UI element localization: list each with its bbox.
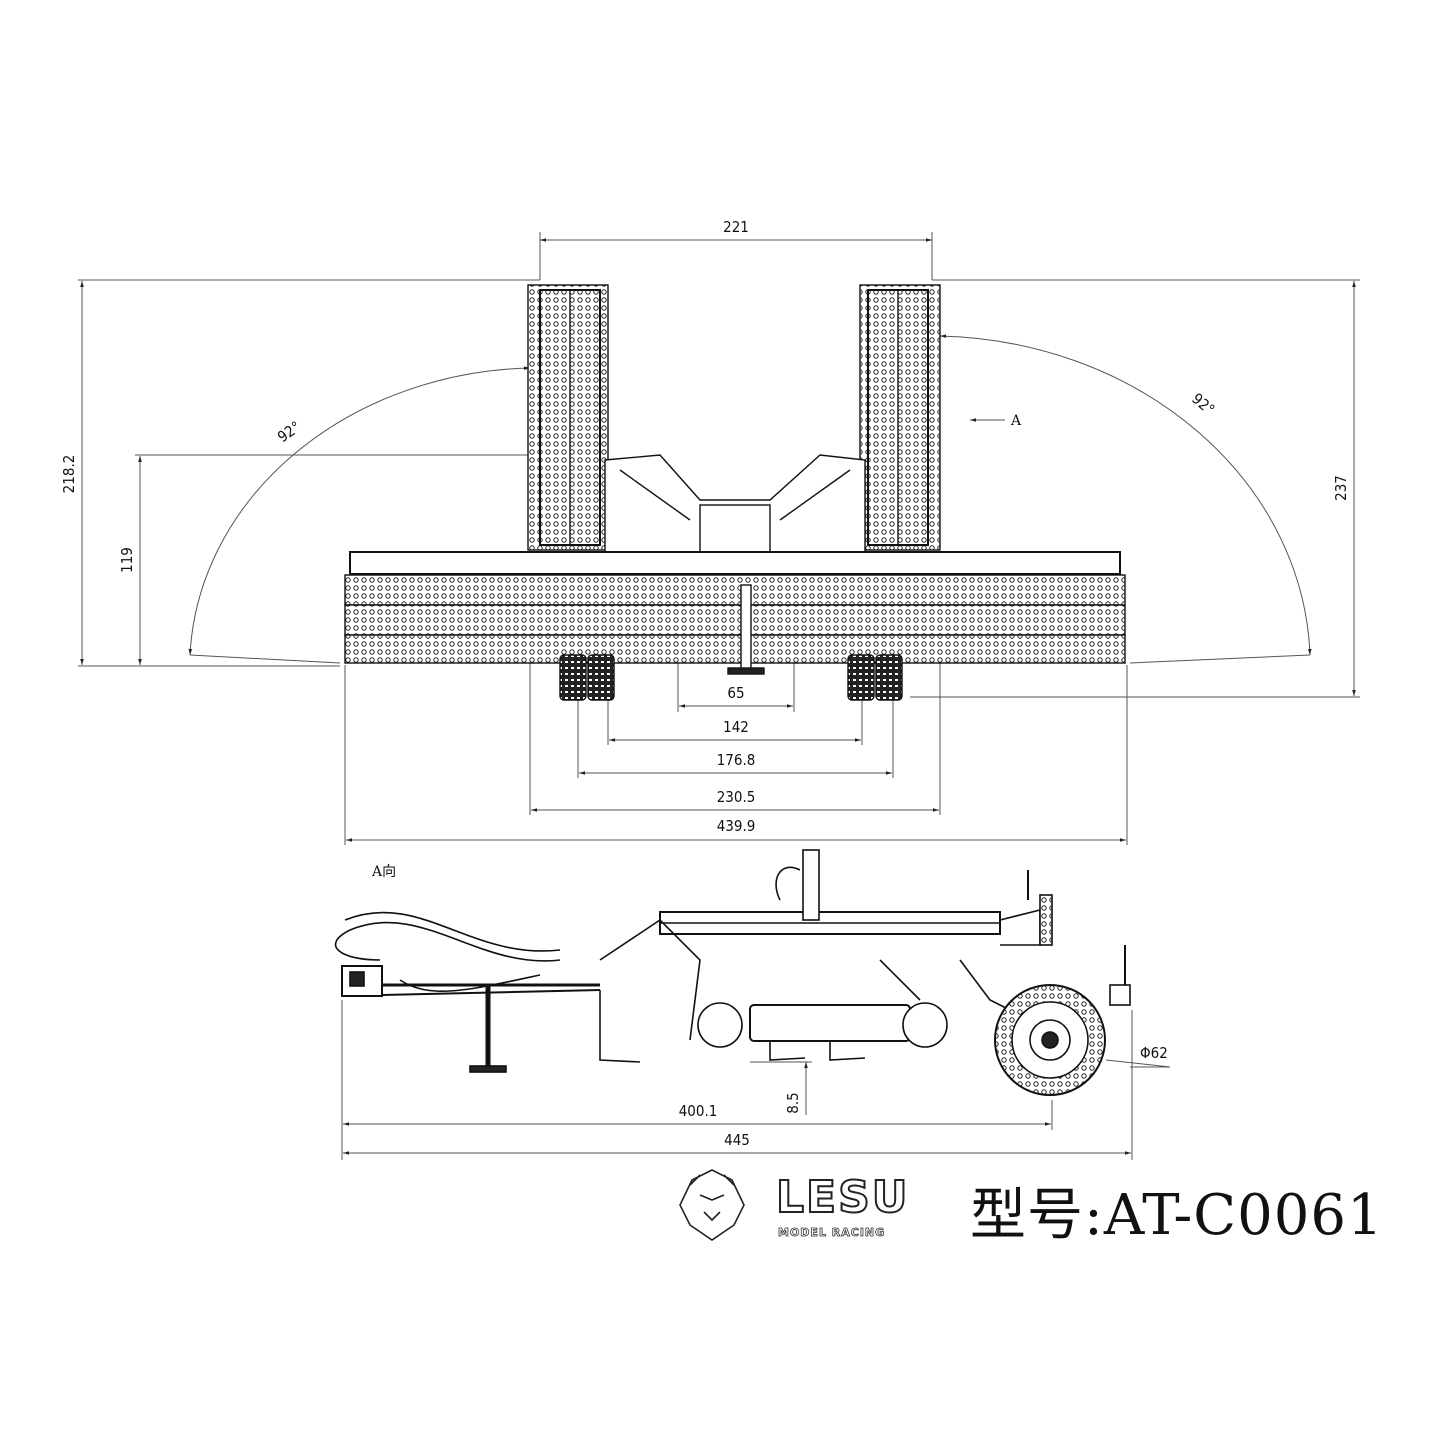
side-view-dimensions: [341, 1000, 1171, 1160]
dim-237: 237: [1332, 475, 1350, 501]
front-view-machine: [344, 284, 1126, 701]
brand-name: LESU: [775, 1171, 910, 1224]
side-view-title: A向: [371, 864, 396, 880]
dim-142: 142: [723, 718, 749, 736]
view-arrow-label: A: [1010, 413, 1022, 429]
angle-left-92: 92°: [274, 418, 304, 446]
model-number: 型号:AT-C0061: [970, 1183, 1384, 1248]
dim-119: 119: [118, 547, 136, 573]
dim-221: 221: [723, 218, 749, 236]
side-view-machine: [334, 849, 1131, 1096]
dim-8-5: 8.5: [784, 1092, 802, 1113]
dim-439-9: 439.9: [717, 817, 756, 835]
dim-wheel-diameter: Φ62: [1140, 1044, 1168, 1062]
angle-right-92: 92°: [1188, 390, 1218, 419]
lion-logo-icon: [679, 1169, 745, 1241]
dim-230-5: 230.5: [717, 788, 756, 806]
front-view-dimensions: [78, 232, 1360, 845]
dim-445: 445: [724, 1131, 750, 1149]
dim-65: 65: [727, 684, 744, 702]
brand-tagline: MODEL RACING: [778, 1226, 886, 1240]
dim-218-2: 218.2: [60, 455, 78, 494]
dim-400-1: 400.1: [679, 1102, 718, 1120]
dim-176-8: 176.8: [717, 751, 756, 769]
